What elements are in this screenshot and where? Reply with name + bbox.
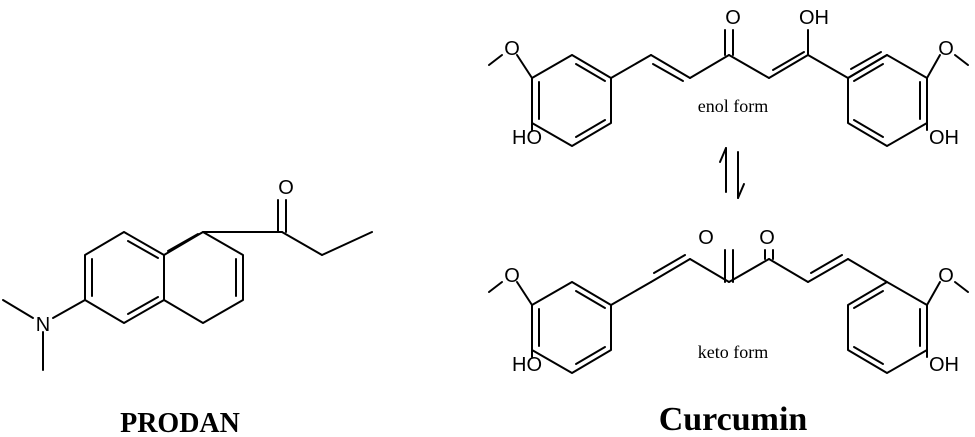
enol-linker-chain: [610, 29, 888, 82]
enol-ketone-oxygen: O: [725, 7, 741, 29]
keto-left-substituents: [488, 281, 533, 358]
keto-first-ketone-oxygen: O: [698, 227, 714, 249]
prodan-propanoyl-bonds: [202, 199, 373, 256]
curcumin-keto-structure: O HO O O O: [488, 227, 969, 376]
keto-right-hydroxyl: OH: [929, 354, 959, 376]
enol-right-hydroxyl: OH: [929, 127, 959, 149]
enol-left-aryl-ring: [531, 54, 612, 147]
enol-right-aryl-ring: [847, 54, 928, 147]
enol-right-substituents: [926, 54, 969, 131]
enol-right-methoxy-oxygen: O: [938, 38, 954, 60]
prodan-structure: N O PRODAN: [2, 177, 373, 437]
keto-right-methoxy-oxygen: O: [938, 265, 954, 287]
keto-left-methoxy-oxygen: O: [504, 265, 520, 287]
keto-second-ketone-oxygen: O: [759, 227, 775, 249]
keto-right-aryl-ring: [847, 281, 928, 374]
prodan-nitrogen-label: N: [36, 314, 50, 336]
keto-form-caption: keto form: [698, 342, 768, 362]
prodan-naphthalene-ring-left: [84, 231, 165, 324]
prodan-naphthalene-ring-right: [163, 231, 244, 324]
prodan-oxygen-label: O: [278, 177, 294, 199]
keto-left-hydroxyl: HO: [512, 354, 542, 376]
enol-left-hydroxyl: HO: [512, 127, 542, 149]
enol-form-caption: enol form: [698, 96, 768, 116]
keto-left-aryl-ring: [531, 281, 612, 374]
curcumin-enol-structure: O HO O OH O: [488, 7, 969, 149]
enol-hydroxyl: OH: [799, 7, 829, 29]
enol-left-substituents: [488, 54, 533, 131]
prodan-name: PRODAN: [120, 408, 240, 437]
equilibrium-arrows: [719, 147, 745, 199]
prodan-dimethylamino-bonds: [2, 299, 86, 371]
enol-left-methoxy-oxygen: O: [504, 38, 520, 60]
keto-right-substituents: [926, 281, 969, 358]
keto-linker-chain: [610, 249, 888, 306]
curcumin-name: Curcumin: [659, 401, 808, 437]
